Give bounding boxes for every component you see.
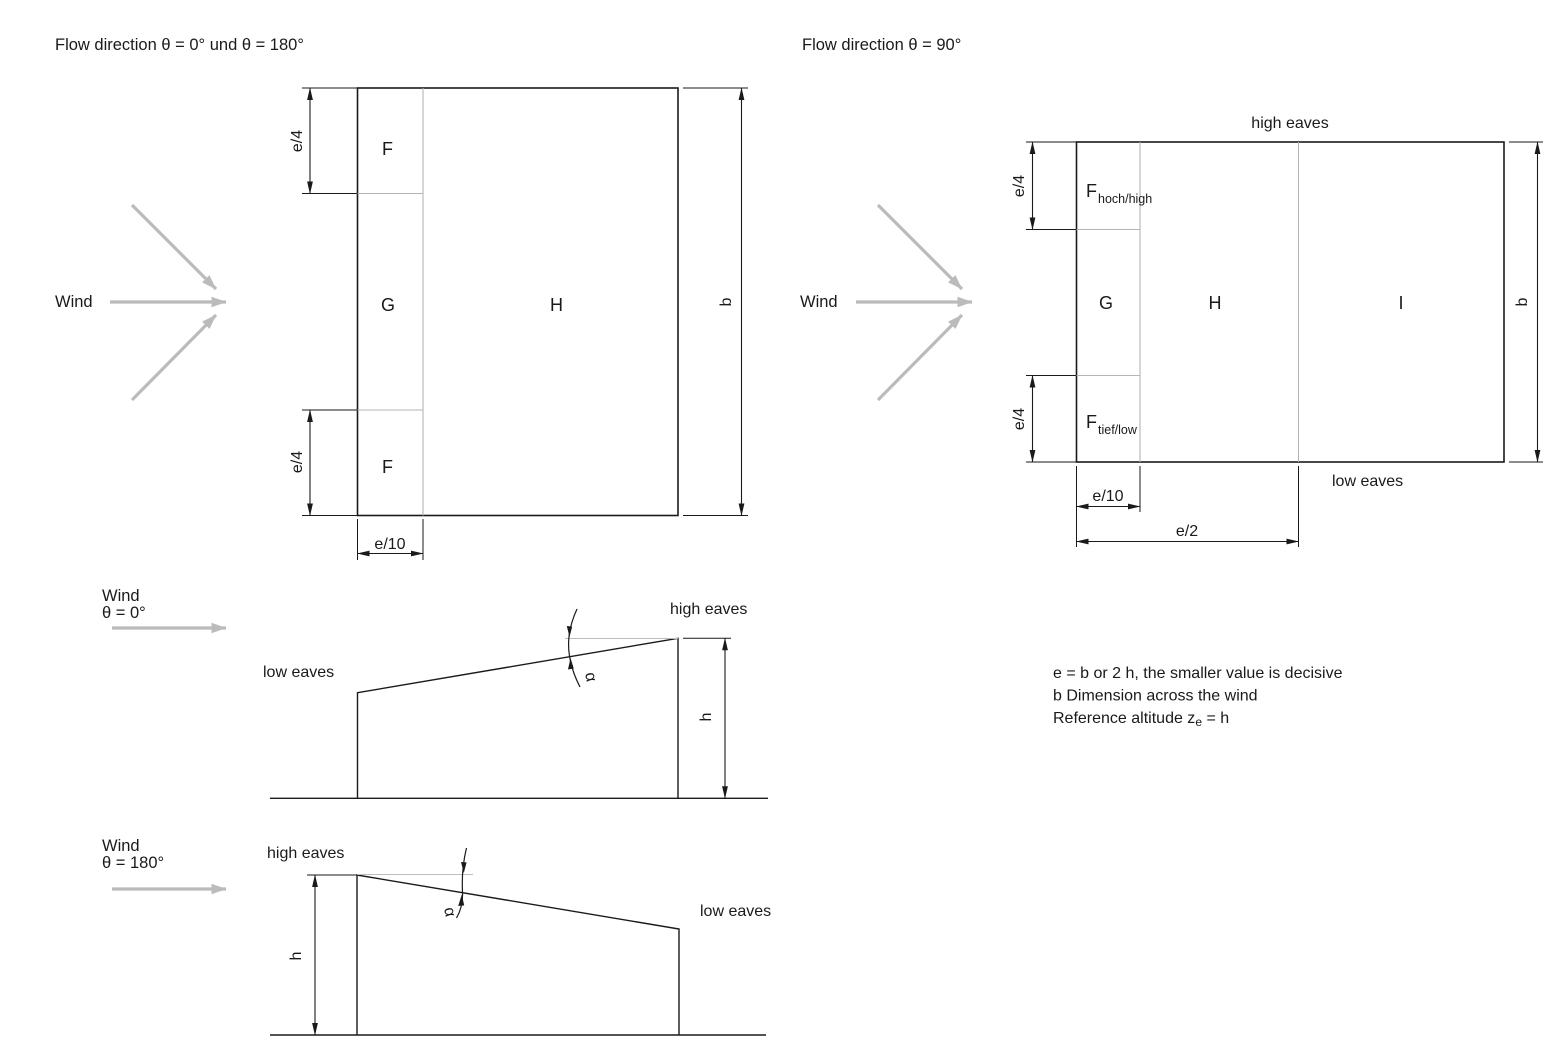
low-eaves-label: low eaves bbox=[700, 903, 771, 920]
zone-h-label: H bbox=[1209, 293, 1222, 313]
wind-arrows-right: Wind bbox=[800, 203, 973, 402]
angle-arrowhead-upper bbox=[461, 862, 467, 873]
dim-e4-top-label: e/4 bbox=[1011, 175, 1028, 197]
plan-left: Wind F G H F e/4 e/4 bbox=[55, 87, 748, 560]
alpha-label: α bbox=[440, 906, 459, 919]
dim-e10-label: e/10 bbox=[1092, 488, 1123, 505]
elevation-theta-180: Wind θ = 180° high eaves low eaves α h bbox=[102, 837, 771, 1036]
dim-e4-bottom-label: e/4 bbox=[1011, 408, 1028, 430]
wind-arrows-left: Wind bbox=[55, 203, 227, 402]
note-reference-altitude: Reference altitude ze = h bbox=[1053, 710, 1229, 729]
plan-right: Wind high eaves low eaves F hoch/high G … bbox=[800, 115, 1543, 547]
notes: e = b or 2 h, the smaller value is decis… bbox=[1053, 665, 1343, 729]
note-ze-subscript: e bbox=[1195, 715, 1202, 729]
wind-label: Wind bbox=[55, 293, 93, 311]
dim-e10: e/10 bbox=[357, 519, 424, 560]
zone-g-label: G bbox=[1099, 293, 1113, 313]
wind-theta-label: θ = 180° bbox=[102, 854, 164, 872]
wind-theta-label: θ = 0° bbox=[102, 604, 146, 622]
note-e-definition: e = b or 2 h, the smaller value is decis… bbox=[1053, 665, 1343, 682]
zone-g-label: G bbox=[381, 295, 395, 315]
zone-f-high-subscript: hoch/high bbox=[1098, 192, 1152, 206]
dim-e10: e/10 bbox=[1076, 466, 1141, 547]
dim-e4-bottom: e/4 bbox=[1011, 375, 1077, 463]
dim-b-label: b bbox=[718, 297, 735, 306]
wind-arrow-diagonal-up bbox=[876, 313, 964, 402]
angle-arrowhead-upper bbox=[566, 626, 573, 637]
dim-e4-top: e/4 bbox=[289, 87, 358, 194]
dim-e4-bottom-label: e/4 bbox=[289, 451, 306, 473]
wind-arrow-diagonal-down bbox=[130, 203, 218, 291]
dim-b: b bbox=[683, 87, 748, 516]
wind-label: Wind bbox=[102, 837, 140, 855]
dim-b: b bbox=[1509, 141, 1543, 463]
wind-arrow-diagonal-up bbox=[130, 313, 218, 402]
titles: Flow direction θ = 0° und θ = 180° Flow … bbox=[55, 36, 961, 54]
zone-f-low-subscript: tief/low bbox=[1098, 423, 1138, 437]
dim-e10-label: e/10 bbox=[374, 536, 405, 553]
wind-label: Wind bbox=[102, 587, 140, 605]
title-flow-90: Flow direction θ = 90° bbox=[802, 36, 961, 54]
dim-e2: e/2 bbox=[1076, 466, 1299, 547]
dim-e4-top: e/4 bbox=[1011, 141, 1077, 230]
high-eaves-label: high eaves bbox=[670, 601, 747, 618]
dim-b-label: b bbox=[1514, 297, 1531, 306]
dim-e2-label: e/2 bbox=[1176, 523, 1198, 540]
wind-arrow-diagonal-down bbox=[876, 203, 964, 291]
title-flow-0-180: Flow direction θ = 0° und θ = 180° bbox=[55, 36, 304, 54]
note-ze-prefix: Reference altitude z bbox=[1053, 710, 1195, 727]
zone-f-top-label: F bbox=[382, 139, 393, 159]
dim-h: h bbox=[288, 874, 357, 1036]
zone-f-bottom-label: F bbox=[382, 457, 393, 477]
angle-arc bbox=[567, 608, 581, 688]
low-eaves-label: low eaves bbox=[1332, 473, 1403, 490]
dim-h-label: h bbox=[288, 952, 305, 961]
angle-alpha: α bbox=[440, 847, 468, 919]
zone-h-label: H bbox=[550, 295, 563, 315]
angle-alpha: α bbox=[566, 608, 600, 688]
building-profile bbox=[356, 874, 680, 1035]
building-profile bbox=[356, 637, 679, 799]
wind-label: Wind bbox=[800, 293, 838, 311]
angle-arc bbox=[455, 847, 468, 919]
alpha-label: α bbox=[581, 671, 600, 684]
dim-h-label: h bbox=[698, 713, 715, 722]
note-ze-suffix: = h bbox=[1202, 710, 1229, 727]
zone-i-label: I bbox=[1398, 293, 1403, 313]
high-eaves-label: high eaves bbox=[267, 845, 344, 862]
dim-e4-bottom: e/4 bbox=[289, 409, 358, 516]
high-eaves-label: high eaves bbox=[1251, 115, 1328, 132]
note-b-definition: b Dimension across the wind bbox=[1053, 688, 1258, 705]
angle-arrowhead-lower bbox=[458, 894, 465, 906]
zone-f-high-label: F bbox=[1086, 181, 1097, 201]
zone-f-low-label: F bbox=[1086, 412, 1097, 432]
angle-arrowhead-lower bbox=[568, 658, 574, 670]
low-eaves-label: low eaves bbox=[263, 664, 334, 681]
elevation-theta-0: Wind θ = 0° low eaves high eaves α h bbox=[102, 587, 768, 799]
dim-e4-top-label: e/4 bbox=[289, 130, 306, 152]
dim-h: h bbox=[683, 637, 731, 799]
roof-plan-outline bbox=[356, 87, 679, 517]
roof-plan-outline bbox=[1075, 141, 1505, 463]
